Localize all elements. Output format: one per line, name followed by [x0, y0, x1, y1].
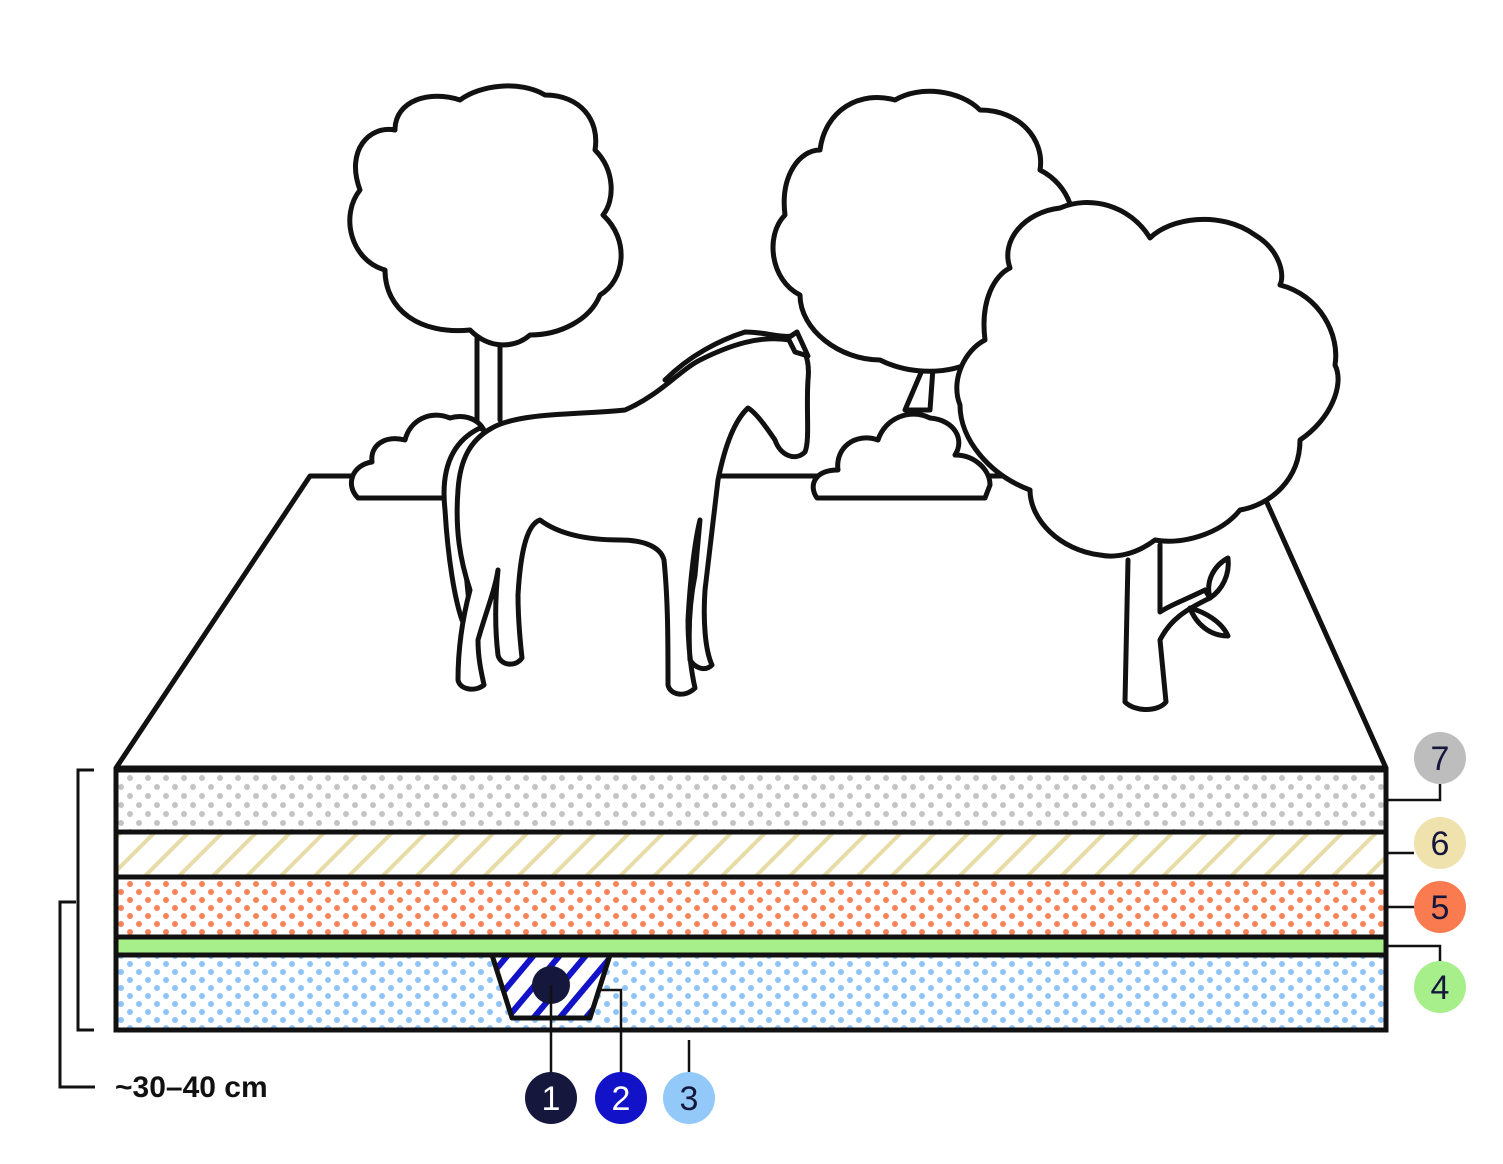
callout-5-circle — [1414, 881, 1466, 933]
layer-stack — [113, 767, 1389, 1033]
depth-label: ~30–40 cm — [115, 1071, 268, 1104]
callout-2-circle — [595, 1072, 647, 1124]
callout-4: 4 — [1414, 961, 1466, 1013]
callout-4-circle — [1414, 961, 1466, 1013]
layer-7-gravel-fill — [116, 770, 1386, 832]
callout-5-number: 5 — [1431, 889, 1450, 927]
horse-ear — [785, 329, 811, 359]
callout-7: 7 — [1414, 732, 1466, 784]
scene — [113, 83, 1389, 771]
callout-6: 6 — [1414, 817, 1466, 869]
callout-4-number: 4 — [1431, 969, 1450, 1007]
bracket-outer — [76, 768, 94, 1032]
callout-3-number: 3 — [680, 1080, 699, 1118]
tree-right-leaf-1 — [1206, 555, 1231, 601]
tree-left — [347, 83, 624, 423]
callout-7-number: 7 — [1431, 740, 1450, 778]
callout-2-number: 2 — [612, 1080, 631, 1118]
horse — [441, 329, 811, 697]
layer-6-sand-fill — [116, 832, 1386, 877]
tree-left-crown — [347, 83, 624, 348]
tree-right — [954, 199, 1341, 712]
depth-brackets — [58, 768, 95, 1089]
callout-3-circle — [663, 1072, 715, 1124]
callout-1: 1 — [525, 1072, 577, 1124]
leader-2 — [597, 988, 623, 1075]
tree-right-trunk — [1122, 542, 1213, 712]
layer-stack-outline — [113, 767, 1389, 1033]
leader-7 — [1386, 784, 1442, 802]
callout-6-circle — [1414, 817, 1466, 869]
callout-7-circle — [1414, 732, 1466, 784]
horse-mane — [662, 329, 798, 383]
callout-2: 2 — [595, 1072, 647, 1124]
layer-5-orange-fill — [116, 877, 1386, 937]
tree-right-leaf-2 — [1187, 605, 1231, 639]
layer-4-geotextile — [116, 937, 1386, 955]
bush-right — [810, 411, 993, 501]
callout-3: 3 — [663, 1072, 715, 1124]
callout-6-number: 6 — [1431, 825, 1450, 863]
leader-lines — [549, 784, 1442, 1075]
horse-body — [454, 336, 811, 697]
callout-1-circle — [525, 1072, 577, 1124]
layer-3-blue-fill — [116, 955, 1386, 1030]
callout-1-number: 1 — [542, 1080, 561, 1118]
tree-right-crown — [954, 199, 1341, 559]
leader-4 — [1386, 944, 1442, 962]
bracket-inner — [58, 900, 95, 1089]
callout-5: 5 — [1414, 881, 1466, 933]
